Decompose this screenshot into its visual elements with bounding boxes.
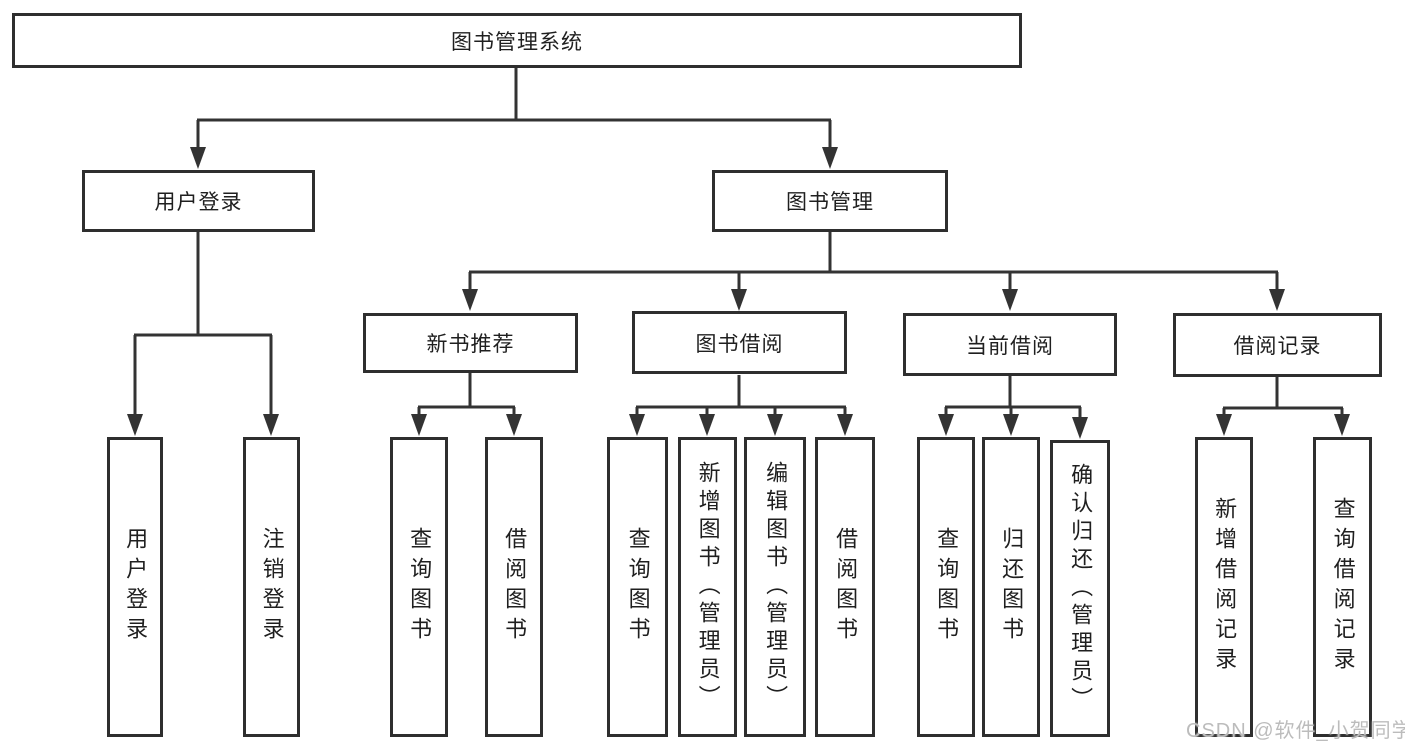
node-book-borrowing-label: 图书借阅 — [695, 332, 784, 356]
node-logout-label: 注销登录 — [259, 527, 285, 647]
node-borrow-books-2-label: 借阅图书 — [833, 527, 859, 647]
node-book-management: 图书管理 — [712, 170, 948, 232]
node-user-login-leaf: 用户登录 — [107, 437, 163, 737]
arrow-to-borrow-books-2 — [837, 414, 853, 436]
node-query-borrow-record-label: 查询借阅记录 — [1330, 497, 1356, 677]
node-query-books-1: 查询图书 — [390, 437, 448, 737]
node-add-books-admin-label: 新增图书（管理员） — [695, 461, 721, 713]
node-book-borrowing: 图书借阅 — [632, 311, 847, 374]
node-logout: 注销登录 — [243, 437, 300, 737]
arrow-to-query-borrow-record — [1334, 414, 1350, 436]
arrow-to-new-book-recommend — [462, 289, 478, 311]
arrow-to-add-borrow-record — [1216, 414, 1232, 436]
node-add-borrow-record: 新增借阅记录 — [1195, 437, 1253, 737]
node-borrow-books-1-label: 借阅图书 — [502, 527, 528, 647]
arrow-to-borrow-books-1 — [506, 414, 522, 436]
node-confirm-return-admin-label: 确认归还（管理员） — [1068, 462, 1094, 715]
node-add-books-admin: 新增图书（管理员） — [678, 437, 737, 737]
arrow-to-query-books-2 — [629, 414, 645, 436]
node-query-books-3-label: 查询图书 — [934, 527, 960, 647]
arrow-to-logout — [263, 414, 279, 436]
node-query-books-2: 查询图书 — [607, 437, 668, 737]
node-current-borrowing: 当前借阅 — [903, 313, 1117, 376]
node-query-books-1-label: 查询图书 — [407, 527, 433, 647]
arrow-to-query-books-3 — [938, 414, 954, 436]
node-return-books: 归还图书 — [982, 437, 1040, 737]
arrow-to-user-login-leaf — [127, 414, 143, 436]
node-borrow-books-2: 借阅图书 — [815, 437, 875, 737]
arrow-to-query-books-1 — [411, 414, 427, 436]
node-add-borrow-record-label: 新增借阅记录 — [1212, 497, 1238, 677]
arrow-to-borrowing-records — [1269, 289, 1285, 311]
node-edit-books-admin-label: 编辑图书（管理员） — [763, 461, 789, 713]
arrow-to-current-borrowing — [1002, 289, 1018, 311]
node-borrowing-records-label: 借阅记录 — [1233, 335, 1322, 358]
node-confirm-return-admin: 确认归还（管理员） — [1050, 440, 1110, 737]
arrow-to-return-books — [1003, 414, 1019, 436]
node-borrowing-records: 借阅记录 — [1173, 313, 1382, 377]
node-new-book-recommend-label: 新书推荐 — [426, 333, 515, 356]
node-query-books-2-label: 查询图书 — [625, 527, 651, 647]
arrow-to-confirm-return-admin — [1072, 417, 1088, 439]
arrow-to-add-books-admin — [699, 414, 715, 436]
node-user-login-leaf-label: 用户登录 — [123, 527, 149, 647]
node-library-system-label: 图书管理系统 — [451, 30, 583, 54]
node-return-books-label: 归还图书 — [999, 527, 1025, 647]
node-new-book-recommend: 新书推荐 — [363, 313, 578, 373]
arrow-to-book-borrowing — [731, 289, 747, 311]
node-query-books-3: 查询图书 — [917, 437, 975, 737]
node-edit-books-admin: 编辑图书（管理员） — [744, 437, 806, 737]
node-user-login-label: 用户登录 — [154, 191, 243, 214]
arrow-to-book-management — [822, 147, 838, 169]
node-library-system: 图书管理系统 — [12, 13, 1022, 68]
csdn-watermark: CSDN @软件_小贺同学 — [1186, 720, 1405, 742]
node-borrow-books-1: 借阅图书 — [485, 437, 543, 737]
node-query-borrow-record: 查询借阅记录 — [1313, 437, 1372, 737]
node-user-login: 用户登录 — [82, 170, 315, 232]
node-current-borrowing-label: 当前借阅 — [966, 334, 1054, 358]
arrow-to-edit-books-admin — [767, 414, 783, 436]
node-book-management-label: 图书管理 — [786, 191, 874, 214]
arrow-to-user-login — [190, 147, 206, 169]
